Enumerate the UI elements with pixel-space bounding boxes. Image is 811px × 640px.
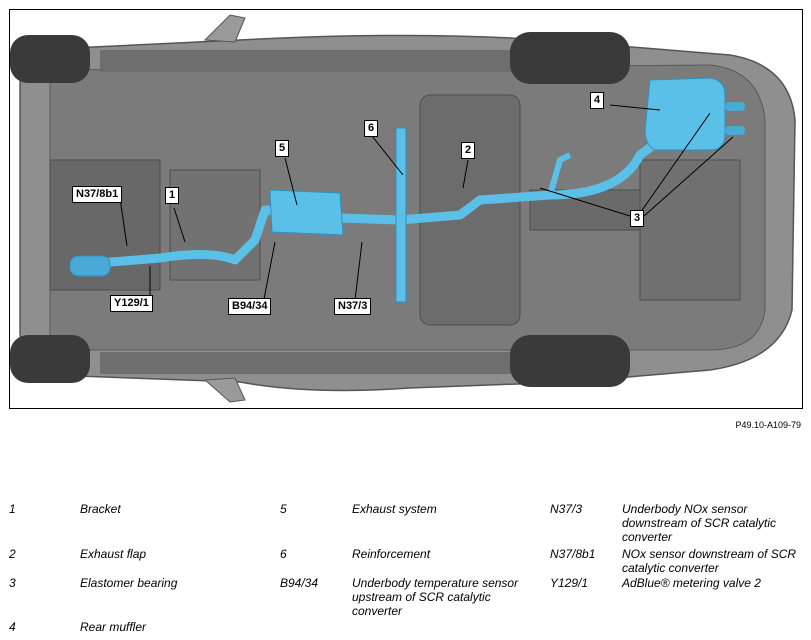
legend-key-1: 1	[9, 502, 16, 516]
legend-text-6: Reinforcement	[352, 547, 431, 561]
legend-text-3: Elastomer bearing	[80, 576, 178, 590]
tailpipe-upper	[725, 102, 745, 111]
wheel-rear-right	[510, 335, 630, 387]
legend-text-4: Rear muffler	[80, 620, 147, 634]
legend-key-n37-8b1: N37/8b1	[550, 547, 596, 561]
legend-text-n37-8b1: NOx sensor downstream of SCR catalytic c…	[622, 547, 797, 575]
exhaust-pipe	[74, 136, 663, 270]
vehicle-underbody-illustration	[10, 14, 796, 403]
legend-text-5: Exhaust system	[352, 502, 437, 516]
rear-muffler	[644, 77, 726, 151]
legend-text-1: Bracket	[80, 502, 121, 516]
tailpipe-lower	[725, 126, 745, 135]
legend-text-2: Exhaust flap	[80, 547, 147, 561]
callout-6: 6	[364, 120, 379, 137]
callout-n37-8b1: N37/8b1	[72, 186, 123, 203]
callout-4: 4	[590, 92, 605, 109]
subframe-rear	[639, 159, 741, 301]
callout-5: 5	[275, 140, 290, 157]
side-skirt-top	[100, 50, 520, 72]
transmission	[169, 169, 261, 281]
mirror-bottom	[203, 377, 246, 403]
callout-n37-3: N37/3	[334, 298, 372, 315]
callout-2: 2	[461, 142, 476, 159]
diagram-frame: 1 2 3 4 5 6 N37/8b1 Y129/1 B94/34 N37/3	[9, 9, 803, 409]
legend-text-b94-34: Underbody temperature sensor upstream of…	[352, 576, 519, 618]
wheel-front-left	[10, 35, 90, 83]
side-skirt-bottom	[100, 352, 520, 374]
middle-muffler	[269, 189, 344, 236]
wheel-front-right	[10, 335, 90, 383]
leader-lines	[119, 104, 734, 301]
legend-key-6: 6	[280, 547, 287, 561]
callout-b94-34: B94/34	[228, 298, 272, 315]
legend-text-n37-3: Underbody NOx sensor downstream of SCR c…	[622, 502, 777, 544]
legend-key-b94-34: B94/34	[280, 576, 319, 590]
mirror-top	[203, 14, 246, 43]
wheel-rear-left	[510, 32, 630, 84]
legend-key-2: 2	[9, 547, 16, 561]
legend-key-n37-3: N37/3	[550, 502, 583, 516]
legend-key-5: 5	[280, 502, 287, 516]
catalytic-converter	[69, 255, 111, 277]
legend-key-3: 3	[9, 576, 16, 590]
legend-text-y129-1: AdBlue® metering valve 2	[622, 576, 761, 590]
figure-code: P49.10-A109-79	[735, 420, 801, 430]
legend-key-4: 4	[9, 620, 16, 634]
legend-key-y129-1: Y129/1	[550, 576, 589, 590]
exhaust-pipe-2	[547, 152, 572, 196]
callout-y129-1: Y129/1	[110, 295, 153, 312]
callout-1: 1	[165, 187, 180, 204]
reinforcement-bar	[395, 127, 407, 303]
callout-3: 3	[630, 210, 645, 227]
